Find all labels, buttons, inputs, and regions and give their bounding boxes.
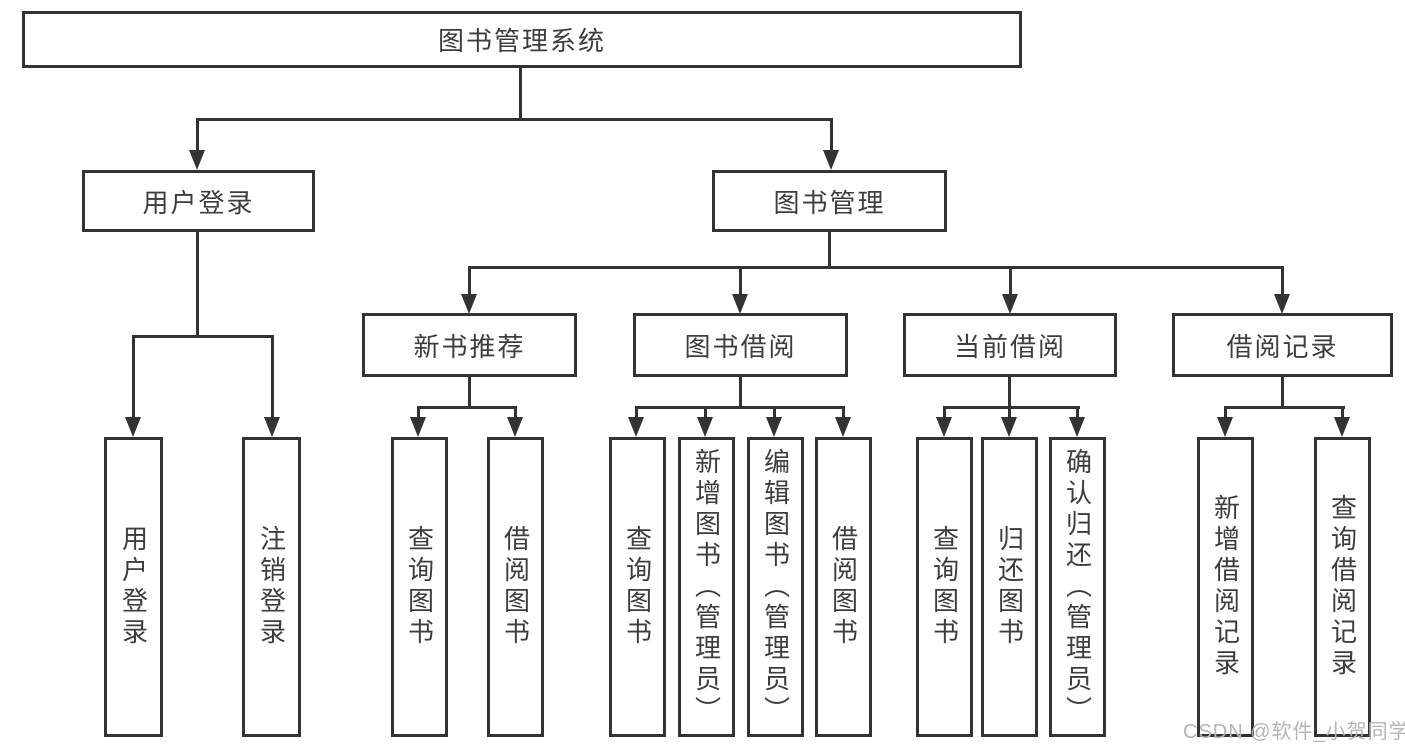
leaf-label: 新增图书（管理员） — [691, 447, 722, 727]
leaf-return-book: 归还图书 — [981, 437, 1038, 737]
node-borrow-record: 借阅记录 — [1172, 313, 1393, 377]
connector-line — [468, 266, 1284, 269]
node-current-borrow: 当前借阅 — [903, 313, 1117, 377]
connector-line — [1009, 266, 1012, 295]
connector-line — [1224, 406, 1345, 409]
leaf-label: 查询图书 — [622, 525, 653, 649]
connector-line — [468, 266, 471, 295]
node-label: 借阅记录 — [1226, 331, 1339, 362]
arrowhead-icon — [125, 417, 141, 437]
node-label: 图书管理系统 — [437, 26, 606, 56]
connector-line — [704, 406, 707, 419]
connector-line — [635, 406, 638, 419]
leaf-label: 注销登录 — [256, 525, 287, 649]
arrowhead-icon — [1001, 417, 1017, 437]
connector-line — [1008, 377, 1011, 409]
leaf-label: 用户登录 — [118, 525, 149, 649]
leaf-query-book-recommend: 查询图书 — [391, 437, 448, 737]
connector-line — [828, 232, 831, 269]
leaf-confirm-return-admin: 确认归还（管理员） — [1049, 437, 1106, 737]
connector-line — [739, 377, 742, 409]
node-label: 用户登录 — [142, 187, 255, 218]
arrowhead-icon — [1069, 417, 1085, 437]
leaf-label: 查询图书 — [404, 525, 435, 649]
arrowhead-icon — [835, 417, 851, 437]
connector-line — [943, 406, 1080, 409]
arrowhead-icon — [189, 150, 205, 170]
leaf-label: 编辑图书（管理员） — [760, 447, 791, 727]
connector-line — [1008, 406, 1011, 419]
arrowhead-icon — [766, 417, 782, 437]
node-user-login: 用户登录 — [82, 170, 315, 232]
leaf-add-book-admin: 新增图书（管理员） — [678, 437, 735, 737]
node-book-borrow: 图书借阅 — [633, 313, 848, 377]
node-label: 当前借阅 — [953, 331, 1066, 362]
connector-line — [739, 266, 742, 295]
watermark-text: CSDN @软件_小贺同学 — [1183, 721, 1405, 743]
connector-line — [132, 335, 274, 338]
arrowhead-icon — [823, 150, 839, 170]
arrowhead-icon — [697, 417, 713, 437]
leaf-user-login: 用户登录 — [104, 437, 163, 737]
arrowhead-icon — [1002, 294, 1018, 314]
connector-line — [830, 118, 833, 151]
node-label: 图书借阅 — [684, 331, 797, 362]
connector-line — [1341, 406, 1344, 419]
leaf-label: 查询借阅记录 — [1327, 494, 1358, 680]
connector-line — [196, 118, 199, 151]
arrowhead-icon — [732, 294, 748, 314]
connector-line — [514, 406, 517, 419]
node-book-management: 图书管理 — [712, 170, 947, 232]
arrowhead-icon — [461, 294, 477, 314]
connector-line — [1281, 266, 1284, 295]
connector-line — [468, 377, 471, 409]
connector-line — [1076, 406, 1079, 419]
connector-line — [519, 68, 522, 120]
leaf-label: 借阅图书 — [828, 525, 859, 649]
connector-line — [196, 118, 833, 121]
leaf-query-borrow-record: 查询借阅记录 — [1314, 437, 1371, 737]
connector-line — [842, 406, 845, 419]
arrowhead-icon — [507, 417, 523, 437]
connector-line — [196, 232, 199, 337]
leaf-edit-book-admin: 编辑图书（管理员） — [747, 437, 804, 737]
connector-line — [1224, 406, 1227, 419]
leaf-add-borrow-record: 新增借阅记录 — [1197, 437, 1254, 737]
arrowhead-icon — [1217, 417, 1233, 437]
arrowhead-icon — [628, 417, 644, 437]
arrowhead-icon — [1334, 417, 1350, 437]
arrowhead-icon — [410, 417, 426, 437]
arrowhead-icon — [936, 417, 952, 437]
connector-line — [417, 406, 517, 409]
connector-line — [132, 335, 135, 418]
leaf-label: 确认归还（管理员） — [1062, 447, 1093, 727]
connector-line — [943, 406, 946, 419]
arrowhead-icon — [1274, 294, 1290, 314]
connector-line — [773, 406, 776, 419]
leaf-query-book-borrow: 查询图书 — [609, 437, 666, 737]
leaf-label: 查询图书 — [929, 525, 960, 649]
connector-line — [1281, 377, 1284, 409]
leaf-logout: 注销登录 — [242, 437, 301, 737]
node-new-book-recommend: 新书推荐 — [362, 313, 577, 377]
leaf-label: 归还图书 — [994, 525, 1025, 649]
leaf-label: 新增借阅记录 — [1210, 494, 1241, 680]
arrowhead-icon — [264, 417, 280, 437]
node-label: 新书推荐 — [413, 331, 526, 362]
leaf-borrow-book: 借阅图书 — [815, 437, 872, 737]
leaf-query-book-current: 查询图书 — [916, 437, 973, 737]
connector-line — [271, 335, 274, 418]
connector-line — [417, 406, 420, 419]
node-label: 图书管理 — [773, 187, 886, 218]
leaf-borrow-book-recommend: 借阅图书 — [487, 437, 544, 737]
leaf-label: 借阅图书 — [500, 525, 531, 649]
connector-line — [635, 406, 845, 409]
node-library-system: 图书管理系统 — [22, 11, 1022, 68]
